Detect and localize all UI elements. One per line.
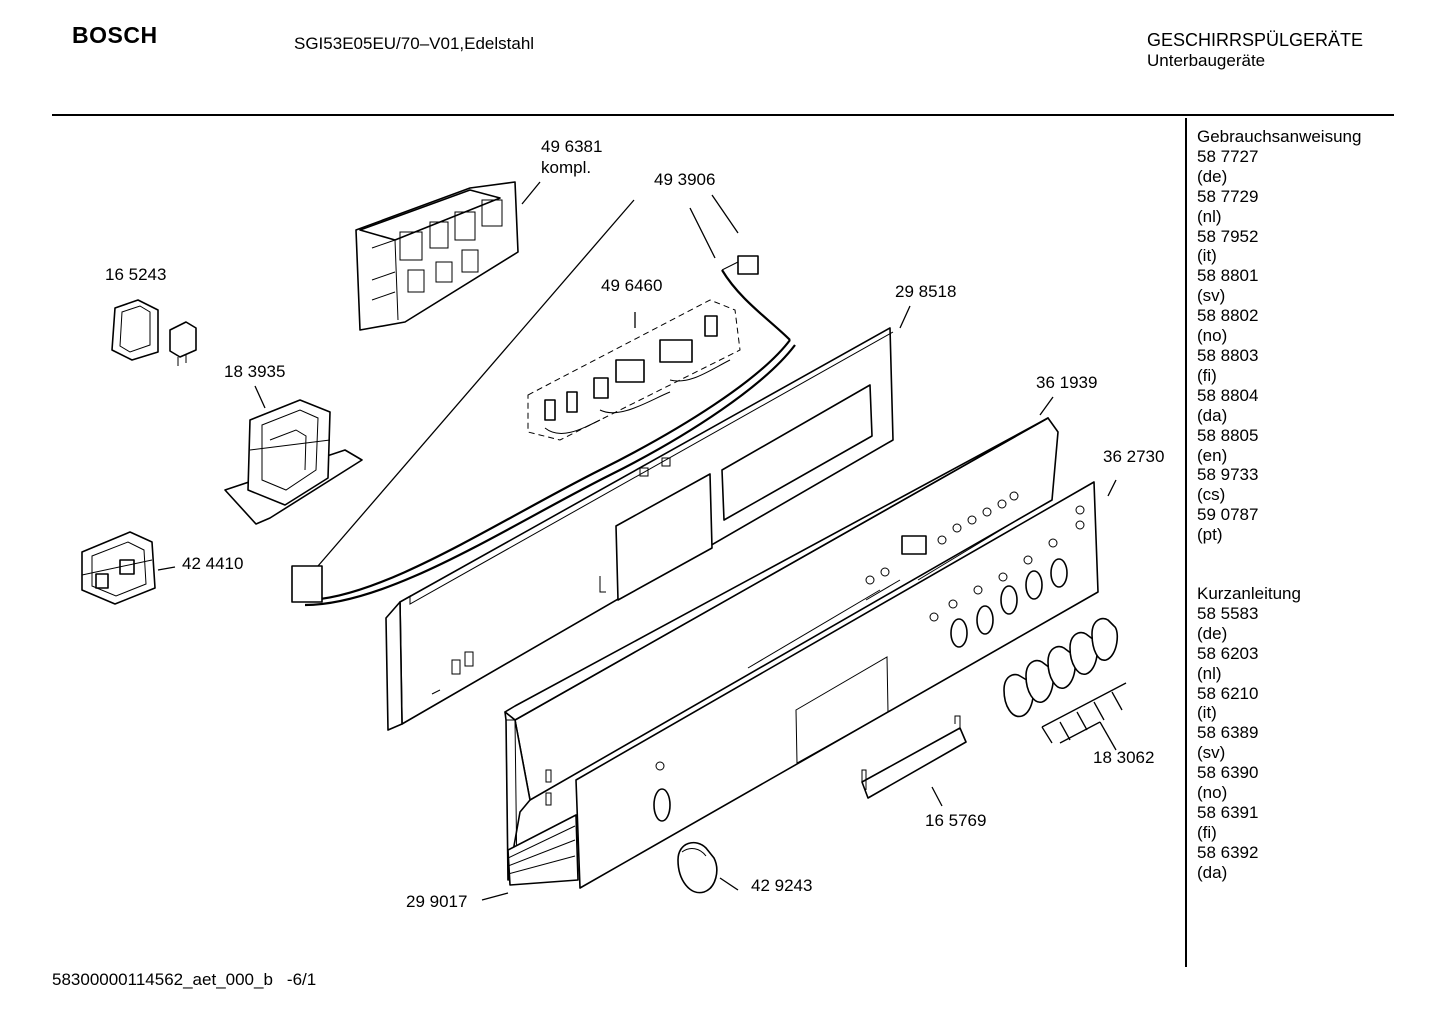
language-code: (pt) [1197, 525, 1223, 545]
short-guide-number: 58 6203 [1197, 643, 1259, 663]
manual-number: 58 9733 [1197, 465, 1259, 485]
language-code: (da) [1197, 405, 1228, 425]
short-guide-number: 58 6392 [1197, 842, 1259, 862]
part-496460-connectors [527, 299, 741, 441]
part-424410-switch [81, 531, 156, 605]
sidebar-divider [1185, 118, 1187, 967]
manual-number: 58 7952 [1197, 226, 1259, 246]
part-label-165243: 16 5243 [105, 265, 167, 284]
leader-lines [157, 181, 1127, 901]
part-183062-buttons [1003, 617, 1119, 718]
language-code: (sv) [1197, 743, 1226, 763]
part-165769-strip [861, 715, 967, 799]
manual-number: 58 8802 [1197, 306, 1259, 326]
document-id: 58300000114562_aet_000_b [52, 970, 273, 989]
part-label-496460: 49 6460 [601, 276, 663, 295]
manual-number: 58 7727 [1197, 146, 1259, 166]
language-code: (it) [1197, 703, 1217, 723]
manual-heading: Gebrauchsanweisung [1197, 127, 1362, 146]
short-guide-number: 58 6210 [1197, 683, 1259, 703]
language-code: (it) [1197, 246, 1217, 266]
part-label-361939: 36 1939 [1036, 373, 1098, 392]
language-code: (sv) [1197, 286, 1226, 306]
language-code: (no) [1197, 783, 1228, 803]
part-165243-bracket [111, 299, 197, 366]
short-guide-heading: Kurzanleitung [1197, 584, 1301, 604]
part-493906-wire-harness [291, 255, 796, 607]
model-title: SGI53E05EU/70–V01,Edelstahl [294, 34, 535, 53]
manual-number: 58 8801 [1197, 266, 1259, 286]
part-496381-module [355, 181, 519, 331]
part-label-429243: 42 9243 [751, 876, 813, 895]
language-code: (da) [1197, 862, 1228, 882]
header-divider [52, 114, 1394, 116]
documents-sidebar: Gebrauchsanweisung 58 7727(de)58 7729(nl… [1197, 127, 1361, 883]
short-guide-number: 58 5583 [1197, 603, 1259, 623]
part-label-362730: 36 2730 [1103, 447, 1165, 466]
short-guide-number: 58 6390 [1197, 763, 1259, 783]
part-362730-front-panel [575, 481, 1099, 889]
part-361939-panel [504, 417, 1059, 886]
short-guide-list: 58 5583(de)58 6203(nl)58 6210(it)58 6389… [1197, 604, 1361, 883]
part-label-165769: 16 5769 [925, 811, 987, 830]
part-label-493906: 49 3906 [654, 170, 716, 189]
language-code: (de) [1197, 166, 1228, 186]
language-code: (cs) [1197, 485, 1226, 505]
manual-number: 58 8803 [1197, 345, 1259, 365]
footer: 58300000114562_aet_000_b -6/1 [52, 970, 316, 990]
manual-number: 58 7729 [1197, 186, 1259, 206]
part-298518-frame [385, 327, 894, 731]
part-label-183062: 18 3062 [1093, 748, 1155, 767]
part-label-496381: 49 6381 [541, 137, 603, 156]
short-guide-number: 58 6391 [1197, 803, 1259, 822]
language-code: (de) [1197, 623, 1228, 643]
short-guide-number: 58 6389 [1197, 723, 1259, 743]
language-code: (nl) [1197, 206, 1222, 226]
part-label-298518: 29 8518 [895, 282, 957, 301]
part-183935-holder [224, 399, 363, 525]
language-code: (en) [1197, 445, 1228, 465]
manual-number: 59 0787 [1197, 505, 1259, 525]
category-title: GESCHIRRSPÜLGERÄTE [1147, 30, 1364, 50]
part-label-424410: 42 4410 [182, 554, 244, 573]
language-code: (nl) [1197, 663, 1222, 683]
brand-logo: BOSCH [72, 22, 158, 48]
manual-number: 58 8805 [1197, 425, 1259, 445]
page-number: -6/1 [286, 970, 317, 989]
language-code: (fi) [1197, 365, 1217, 385]
language-code: (no) [1197, 326, 1228, 346]
manual-list: 58 7727(de)58 7729(nl)58 7952(it)58 8801… [1197, 147, 1361, 545]
part-label-183935: 18 3935 [224, 362, 286, 381]
language-code: (fi) [1197, 822, 1217, 842]
part-label-496381-note: kompl. [541, 158, 592, 177]
part-429243-knob [677, 841, 718, 894]
subcategory-title: Unterbaugeräte [1147, 51, 1266, 70]
part-label-299017: 29 9017 [406, 892, 468, 911]
manual-number: 58 8804 [1197, 385, 1259, 405]
